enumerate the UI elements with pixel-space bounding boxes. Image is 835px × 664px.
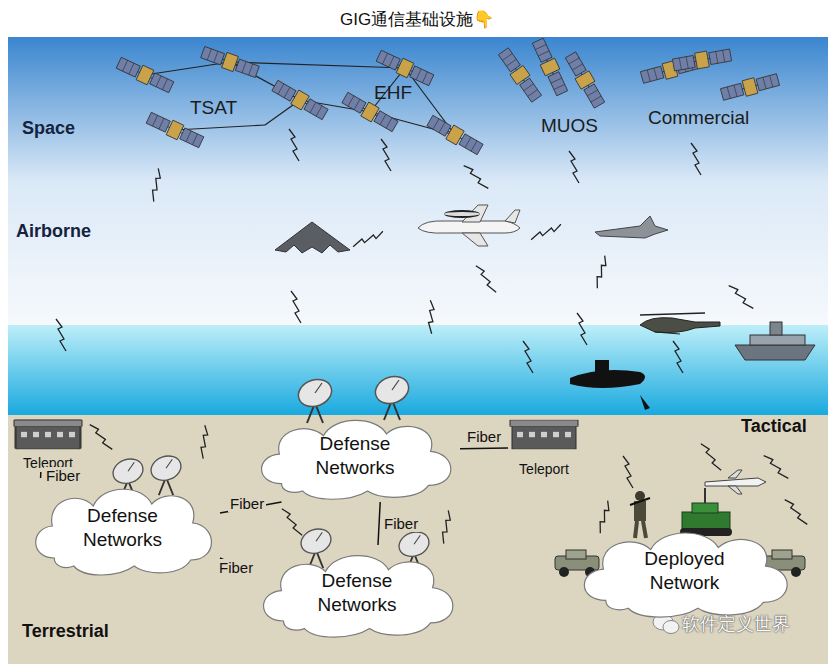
cloud-outline — [252, 545, 462, 640]
layer-name: Terrestrial — [22, 621, 109, 642]
network-name: Defense Networks — [302, 569, 412, 617]
network-cloud: Deployed Network — [572, 522, 797, 620]
satellite-group-name: EHF — [374, 82, 412, 104]
layer-name: Airborne — [16, 221, 91, 242]
network-name: Defense Networks — [68, 504, 178, 552]
fiber-link — [378, 502, 380, 545]
cloud-shape — [262, 420, 451, 499]
edge-label: Fiber — [465, 428, 503, 445]
building-window — [529, 432, 535, 437]
cloud-outline — [572, 522, 797, 620]
network-cloud: Defense Networks — [252, 545, 462, 640]
building-window — [33, 432, 39, 437]
building-window — [553, 432, 559, 437]
building-roof — [510, 420, 578, 426]
network-cloud: Defense Networks — [250, 410, 460, 502]
fiber-link — [40, 472, 42, 478]
network-name: Defense Networks — [300, 432, 410, 480]
teleport-station: Teleport — [12, 418, 84, 472]
teleport-station: Teleport — [508, 418, 580, 478]
network-name: Deployed Network — [630, 547, 740, 595]
edge-label: Fiber — [44, 467, 82, 484]
satellite-group-name: TSAT — [190, 97, 237, 119]
title: GIG通信基础设施👇 — [340, 8, 494, 31]
edge-label: Fiber — [228, 495, 266, 512]
layer-name: Space — [22, 118, 75, 139]
watermark: 软件定义世界 — [682, 612, 790, 636]
edge-label: Fiber — [382, 515, 420, 532]
building-window — [45, 432, 51, 437]
satellite-group-name: MUOS — [541, 115, 598, 137]
edge-label: Fiber — [217, 559, 255, 576]
cloud-shape — [264, 556, 453, 637]
building-window — [69, 432, 75, 437]
building-body — [16, 425, 80, 448]
cloud-outline — [250, 410, 460, 502]
teleport-building — [508, 418, 580, 450]
satellite-group-name: Commercial — [648, 107, 749, 129]
building-window — [21, 432, 27, 437]
station-name: Teleport — [517, 461, 571, 478]
layer-name: Tactical — [741, 416, 807, 437]
cloud-shape — [36, 489, 212, 575]
building-window — [517, 432, 523, 437]
cloud-shape — [584, 533, 787, 617]
building-window — [541, 432, 547, 437]
building-window — [565, 432, 571, 437]
teleport-building — [12, 418, 84, 450]
fiber-link — [460, 447, 508, 449]
building-body — [512, 425, 576, 448]
network-cloud: Defense Networks — [25, 478, 220, 578]
building-roof — [14, 420, 82, 426]
building-window — [57, 432, 63, 437]
cloud-outline — [25, 478, 220, 578]
